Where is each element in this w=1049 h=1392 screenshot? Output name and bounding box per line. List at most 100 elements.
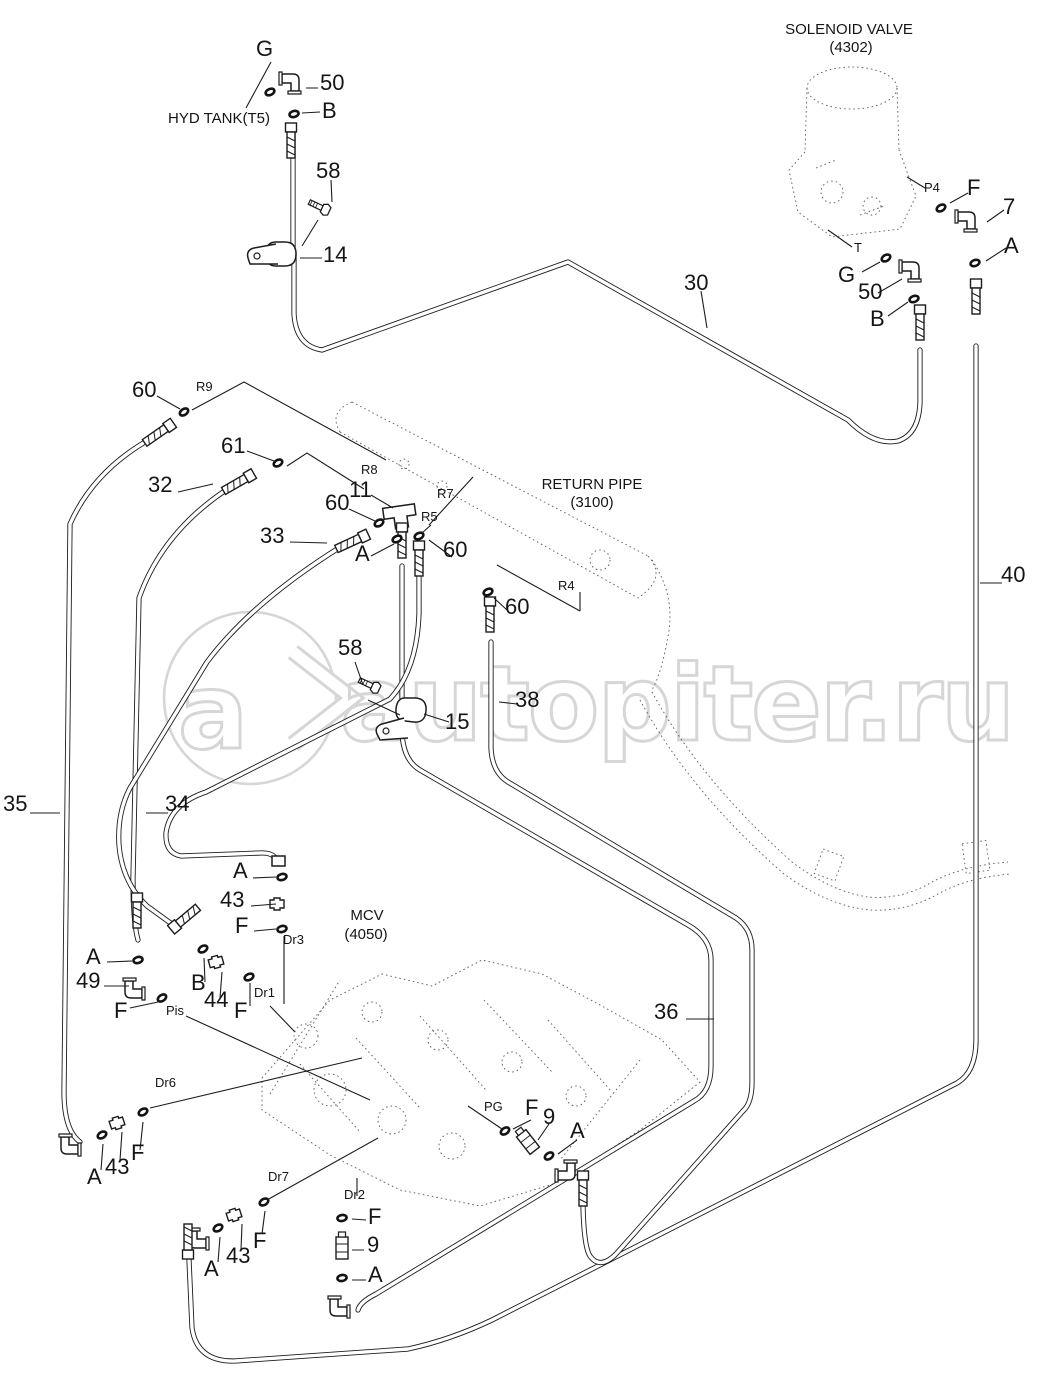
elbow-36-end xyxy=(327,1295,351,1319)
o-rings xyxy=(96,87,981,1283)
callout-a-dr7: A xyxy=(204,1256,219,1281)
callout-9-dr2: 9 xyxy=(367,1232,380,1257)
hose-34-top-fitting xyxy=(412,540,426,577)
callout-32: 32 xyxy=(148,472,173,497)
callout-f-dr6: F xyxy=(131,1140,145,1165)
callout-58-top: 58 xyxy=(316,158,341,183)
callout-44: 44 xyxy=(204,987,229,1012)
callout-g-t: G xyxy=(838,262,856,287)
callout-g-top: G xyxy=(256,36,274,61)
hose-32-top-fitting xyxy=(220,468,258,497)
callout-a-p4: A xyxy=(1004,233,1019,258)
port-r7: R7 xyxy=(437,486,454,501)
callout-11: 11 xyxy=(349,477,372,502)
port-p4: P4 xyxy=(924,180,940,195)
callout-a-r5: A xyxy=(355,541,370,566)
callout-f-pg: F xyxy=(525,1095,539,1120)
callout-49: 49 xyxy=(76,968,101,993)
callout-f-pis: F xyxy=(114,998,128,1023)
callout-a-dr2: A xyxy=(368,1262,383,1287)
callout-14: 14 xyxy=(323,242,348,267)
hose-38-end-fitting xyxy=(576,1170,590,1207)
fitting-43-dr6 xyxy=(107,1114,127,1132)
callout-b-top: B xyxy=(322,98,337,123)
fittings xyxy=(58,71,983,1319)
return-pipe-code: (3100) xyxy=(570,494,614,511)
mcv-outline xyxy=(261,959,701,1207)
hose-58-top-fitting xyxy=(284,122,298,159)
mcv-title: MCV xyxy=(350,907,384,924)
hose-34-end-nut xyxy=(271,855,286,867)
callout-58-mid: 58 xyxy=(338,635,363,660)
callout-43-dr3: 43 xyxy=(220,887,245,912)
clamp-14 xyxy=(246,241,297,267)
callout-61: 61 xyxy=(221,433,246,458)
port-dr1: Dr1 xyxy=(254,985,275,1000)
callout-33: 33 xyxy=(260,523,285,548)
solenoid-valve-outline xyxy=(788,66,917,238)
port-r5: R5 xyxy=(421,509,438,524)
clamp-15 xyxy=(375,697,427,741)
callout-35: 35 xyxy=(3,791,28,816)
elbow-pg xyxy=(554,1159,578,1183)
callout-f-dr7: F xyxy=(253,1228,267,1253)
callout-b-t: B xyxy=(870,306,885,331)
watermark-text: autopiter.ru xyxy=(340,643,1013,765)
port-r8: R8 xyxy=(361,462,378,477)
callout-50-top: 50 xyxy=(320,70,345,95)
hose-32-bottom-fitting xyxy=(130,892,144,929)
callout-60-r4: 60 xyxy=(505,594,530,619)
port-pg: PG xyxy=(484,1099,503,1114)
callout-a-pg: A xyxy=(570,1118,585,1143)
hose-33-bottom-fitting xyxy=(166,902,203,935)
hose-40-bottom-fitting xyxy=(181,1223,195,1260)
elbow-50-top xyxy=(278,71,302,95)
port-dr3: Dr3 xyxy=(283,932,304,947)
hose-35 xyxy=(64,438,152,1142)
fitting-43-dr7 xyxy=(224,1206,244,1224)
callout-f-dr3: F xyxy=(235,913,249,938)
watermark-logo: a autopiter.ru xyxy=(162,610,1017,786)
callout-a-dr6: A xyxy=(87,1164,102,1189)
hose-40-top-fitting xyxy=(969,278,983,315)
elbow-7 xyxy=(954,209,978,233)
port-dr6: Dr6 xyxy=(155,1075,176,1090)
callout-40: 40 xyxy=(1001,562,1026,587)
solenoid-valve-title: SOLENOID VALVE xyxy=(785,21,913,38)
callout-a-pis: A xyxy=(86,944,101,969)
valve-9-dr2 xyxy=(335,1231,349,1260)
mcv-code: (4050) xyxy=(344,926,388,943)
hyd-tank-title: HYD TANK(T5) xyxy=(168,110,270,127)
callout-36: 36 xyxy=(654,999,679,1024)
svg-text:a: a xyxy=(178,651,246,773)
callout-f-p4: F xyxy=(967,175,981,200)
leader-lines xyxy=(30,61,1007,1281)
callout-b-44: B xyxy=(191,970,206,995)
callout-a-dr3: A xyxy=(233,858,248,883)
port-r9: R9 xyxy=(196,379,213,394)
return-pipe-title: RETURN PIPE xyxy=(541,476,643,493)
return-pipe-outline xyxy=(335,401,671,691)
callout-f-dr1: F xyxy=(234,998,248,1023)
fitting-44 xyxy=(206,953,226,971)
elbow-50-right xyxy=(898,259,922,283)
bolt-58-top xyxy=(306,195,333,218)
callout-60-r5: 60 xyxy=(443,537,468,562)
elbow-49 xyxy=(122,977,146,1001)
callout-60-r9: 60 xyxy=(132,377,157,402)
callout-34: 34 xyxy=(165,791,190,816)
callout-30: 30 xyxy=(684,270,709,295)
hose-30-end-fitting xyxy=(913,304,927,341)
solenoid-valve-code: (4302) xyxy=(829,39,873,56)
callout-7: 7 xyxy=(1003,194,1016,219)
callout-15: 15 xyxy=(445,709,470,734)
hose-30 xyxy=(294,252,920,442)
callout-43-dr6: 43 xyxy=(105,1154,130,1179)
callout-43-dr7: 43 xyxy=(226,1243,251,1268)
callout-f-dr2: F xyxy=(368,1204,382,1229)
callout-50-t: 50 xyxy=(858,279,883,304)
callout-60-r8: 60 xyxy=(325,490,350,515)
port-pis: Pis xyxy=(166,1003,185,1018)
